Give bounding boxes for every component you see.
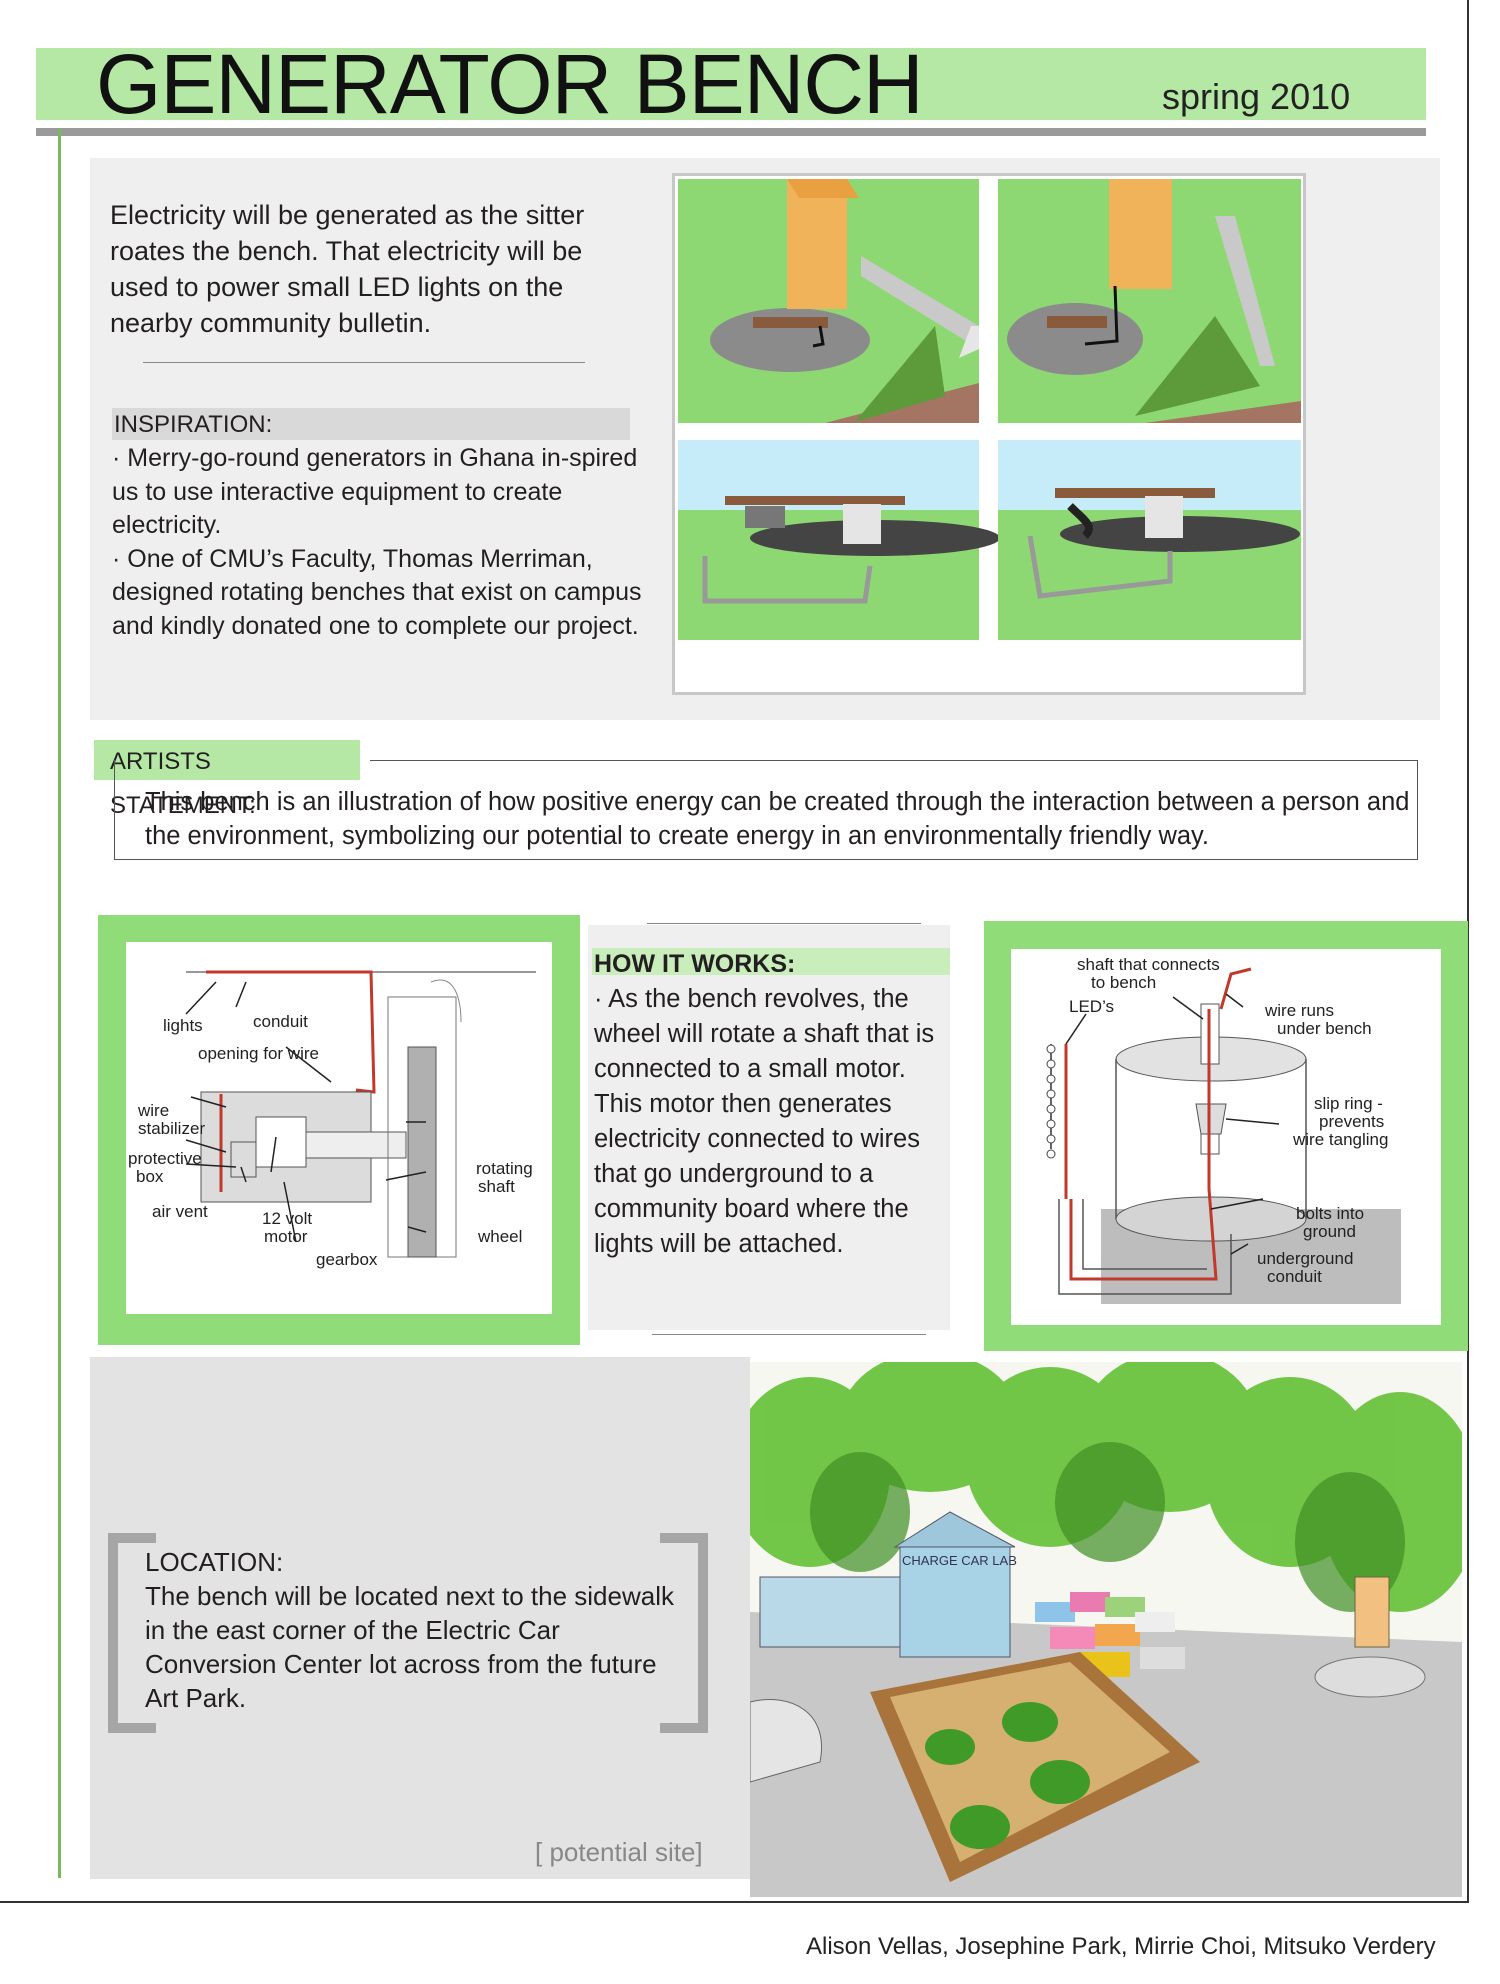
label-wire-tangling: wire tangling: [1292, 1130, 1388, 1149]
left-bracket: [108, 1533, 156, 1733]
label-conduit-r: conduit: [1267, 1267, 1322, 1286]
season-label: spring 2010: [1162, 76, 1351, 117]
site-sketch: CHARGE CAR LAB: [730, 1352, 1480, 1897]
label-rotating: rotating: [476, 1159, 533, 1178]
label-12-volt: 12 volt: [262, 1209, 312, 1228]
how-it-works-heading: HOW IT WORKS:: [592, 948, 950, 978]
label-stabilizer: stabilizer: [138, 1119, 205, 1138]
sketch-sign: CHARGE CAR LAB: [902, 1553, 1017, 1568]
artists-statement-heading: ARTISTS STATEMENT:: [94, 740, 360, 819]
label-slip-ring: slip ring -: [1314, 1094, 1383, 1113]
credits: Alison Vellas, Josephine Park, Mirrie Ch…: [806, 1933, 1436, 1960]
location-body: The bench will be located next to the si…: [145, 1581, 674, 1713]
pole-diagram: shaft that connects to bench LED’s wire …: [1011, 949, 1441, 1325]
label-underground: underground: [1257, 1249, 1353, 1268]
label-shaft: shaft: [478, 1177, 515, 1196]
how-it-works-text: · As the bench revolves, the wheel will …: [594, 985, 935, 1258]
mechanism-diagram: lights conduit opening for wire wire sta…: [126, 942, 552, 1314]
how-it-works-panel: [588, 925, 950, 1330]
site-sketch-art: CHARGE CAR LAB: [730, 1352, 1480, 1897]
label-motor: motor: [264, 1227, 308, 1246]
label-under-bench: under bench: [1277, 1019, 1372, 1038]
location-heading: LOCATION:: [145, 1547, 284, 1577]
mechanism-sketch: lights conduit opening for wire wire sta…: [128, 970, 536, 1269]
label-wire-runs: wire runs: [1264, 1001, 1334, 1020]
artists-statement-text: This bench is an illustration of how pos…: [145, 788, 1410, 850]
how-top-rule: [647, 923, 921, 924]
statement-rule: [370, 760, 1418, 761]
label-shaft-connects: shaft that connects: [1077, 955, 1220, 974]
label-leds: LED’s: [1069, 997, 1114, 1016]
left-accent-line: [58, 128, 61, 1878]
render-bottom-left: [678, 440, 1000, 640]
render-top-right: [998, 179, 1301, 423]
label-protective: protective: [128, 1149, 202, 1168]
label-to-bench: to bench: [1091, 973, 1156, 992]
inspiration-list: · Merry-go-round generators in Ghana in-…: [112, 442, 642, 643]
location-text: LOCATION: The bench will be located next…: [145, 1545, 675, 1715]
label-prevents: prevents: [1319, 1112, 1384, 1131]
label-bolts-into: bolts into: [1296, 1204, 1364, 1223]
intro-divider: [143, 362, 585, 363]
potential-site-caption: [ potential site]: [535, 1837, 703, 1867]
label-ground: ground: [1303, 1222, 1356, 1241]
label-box: box: [136, 1167, 164, 1186]
label-air-vent: air vent: [152, 1202, 208, 1221]
label-conduit: conduit: [253, 1012, 308, 1031]
page-frame: [0, 0, 1469, 1903]
label-lights: lights: [163, 1016, 203, 1035]
page-title: GENERATOR BENCH: [96, 37, 924, 131]
location-panel: [90, 1357, 750, 1879]
intro-text: Electricity will be generated as the sit…: [110, 200, 585, 338]
inspiration-item: · Merry-go-round generators in Ghana in-…: [112, 444, 638, 539]
render-top-left: [678, 179, 979, 423]
render-gallery: [672, 173, 1306, 695]
render-images: [678, 179, 1301, 640]
label-wire: wire: [137, 1101, 169, 1120]
how-bottom-rule: [652, 1334, 926, 1335]
label-gearbox: gearbox: [316, 1250, 378, 1269]
artists-statement-box: [114, 760, 1418, 860]
inspiration-heading: INSPIRATION:: [112, 408, 630, 440]
title-band: [36, 48, 1426, 120]
pole-sketch: shaft that connects to bench LED’s wire …: [1046, 955, 1401, 1304]
title-rule: [36, 128, 1426, 136]
inspiration-item: · One of CMU’s Faculty, Thomas Merriman,…: [112, 544, 642, 640]
label-wheel: wheel: [477, 1227, 522, 1246]
render-bottom-right: [998, 440, 1301, 640]
label-opening: opening for wire: [198, 1044, 319, 1063]
right-bracket: [660, 1533, 708, 1733]
